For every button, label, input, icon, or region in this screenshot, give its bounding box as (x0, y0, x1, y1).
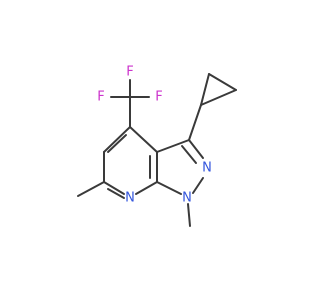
pyrazole-nitrogen-label: N (202, 161, 212, 176)
bond-c3-n2 (188, 139, 204, 159)
bond-n7-c7a (135, 181, 158, 195)
bond-c3-n2-double (181, 145, 197, 164)
bond-c6-methyl (77, 181, 105, 197)
pyridine-nitrogen-label: N (125, 191, 135, 206)
bond-c3a-c3 (156, 139, 190, 153)
bond-n1-c7a (156, 181, 182, 195)
bond-c3-cyclopropyl (188, 104, 202, 141)
bond-cyclopropyl-a (200, 73, 210, 106)
fluorine-right-label: F (155, 90, 162, 105)
fluorine-left-label: F (97, 90, 104, 105)
atom-labels: F F F N N N (97, 65, 212, 206)
molecule-structure: F F F N N N (77, 65, 237, 227)
bond-n1-methyl (187, 203, 191, 227)
fluorine-top-label: F (126, 65, 133, 80)
bond-cyclopropyl-b (208, 73, 237, 91)
bond-cyclopropyl-c (200, 89, 237, 106)
bond-c6-n7 (103, 181, 125, 195)
bond-n2-n1 (192, 177, 204, 194)
bond-c3a-c4 (129, 126, 158, 153)
bonds (77, 73, 237, 227)
bond-c4-c5-double (107, 134, 127, 153)
bond-c4-c5 (103, 126, 131, 153)
bond-c6-n7-double (107, 188, 125, 199)
methyl-nitrogen-label: N (182, 191, 192, 206)
